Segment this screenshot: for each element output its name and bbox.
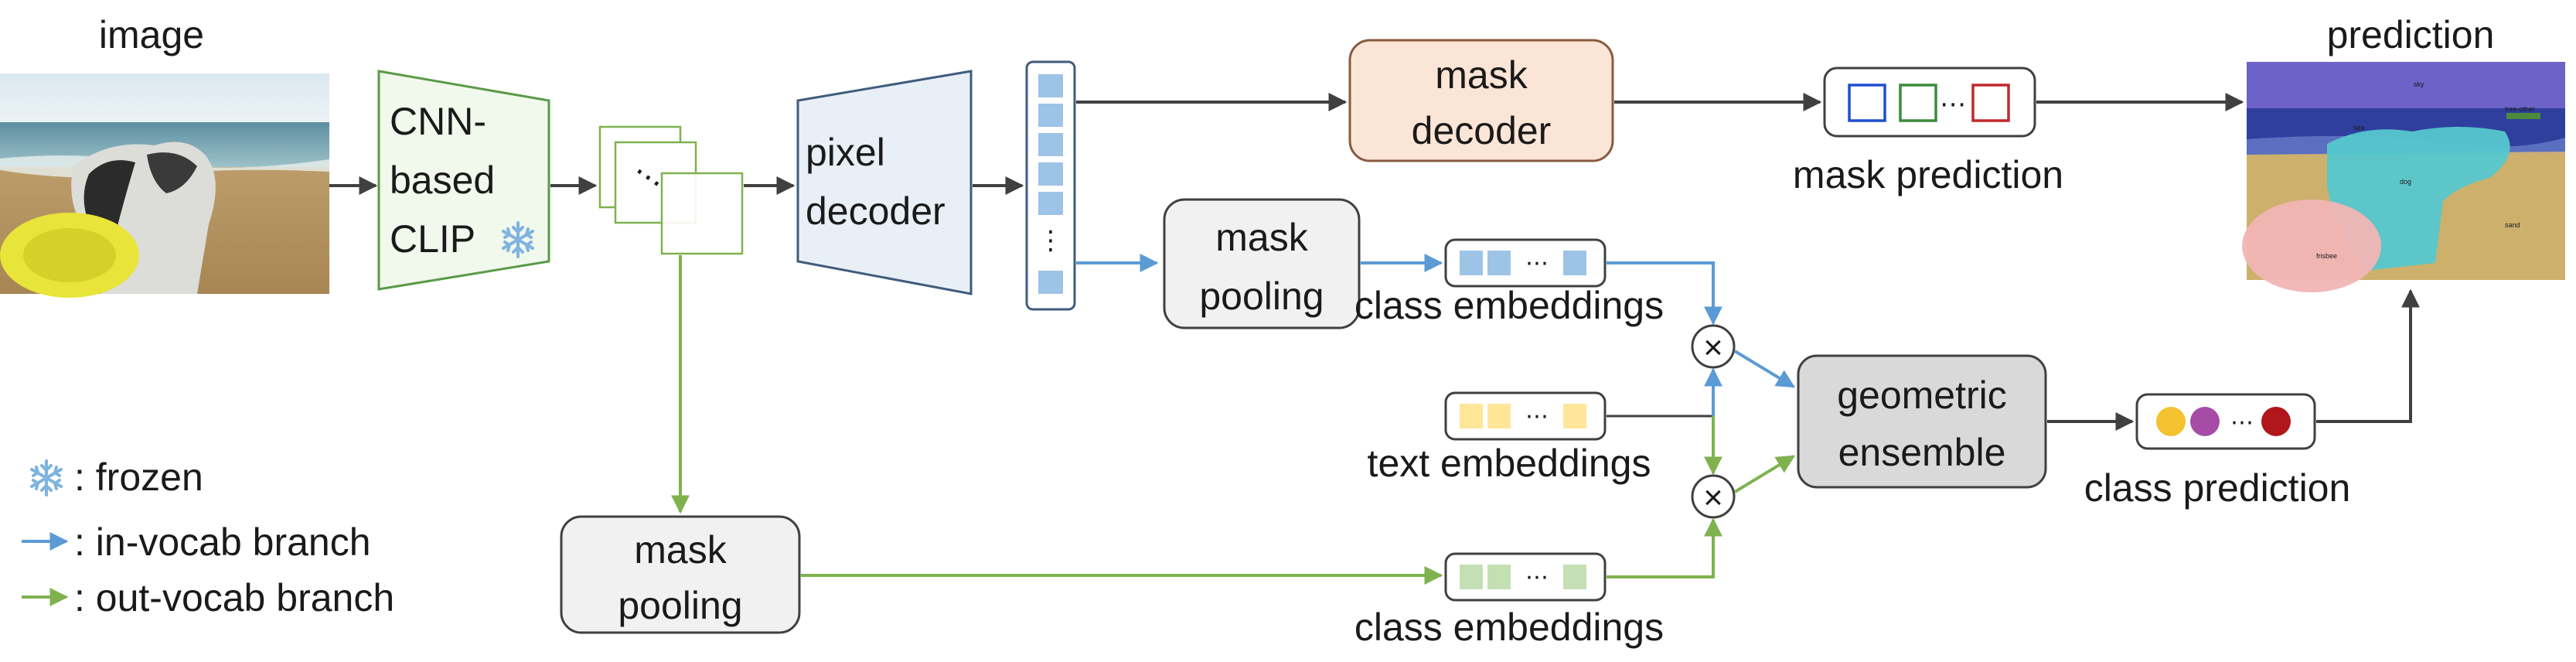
prediction-label: prediction (2327, 13, 2495, 56)
seg-label-sky: sky (2414, 80, 2424, 88)
mask-pooling-top: mask pooling (1163, 198, 1361, 329)
input-image (0, 73, 329, 298)
clip-label-line1: CNN- (390, 100, 486, 143)
class-embeddings-out: ⋯ (1444, 552, 1607, 602)
geometric-line2: ensemble (1838, 431, 2006, 474)
snowflake-icon (30, 459, 63, 496)
multiply-icon: × (1691, 474, 1736, 519)
clip-encoder: CNN- based CLIP (377, 70, 550, 291)
class-pred-to-output-arrow (2316, 288, 2420, 423)
svg-text:×: × (1703, 329, 1723, 367)
pixel-decoder: pixel decoder (796, 70, 973, 295)
mask-decoder: mask decoder (1348, 39, 1614, 162)
mask-pooling-top-line2: pooling (1199, 275, 1324, 318)
geometric-line1: geometric (1837, 374, 2007, 417)
class-emb-in-to-mult-arrow (1607, 261, 1722, 326)
class-prediction-label: class prediction (2084, 466, 2351, 510)
pixel-label-line2: decoder (806, 189, 946, 233)
seg-label-sea: sea (2353, 124, 2365, 131)
mask-pred-ellipsis: ⋯ (1940, 90, 1966, 119)
text-embeddings-label: text embeddings (1368, 442, 1651, 485)
mask-decoder-line2: decoder (1412, 109, 1552, 152)
legend: : frozen : in-vocab branch : out-vocab b… (22, 456, 394, 619)
mask-pooling-bottom-line1: mask (634, 528, 727, 572)
clip-label-line2: based (390, 159, 495, 202)
class-emb-out-to-mult-arrow (1607, 517, 1722, 578)
text-embeddings: ⋯ (1444, 391, 1607, 441)
geometric-ensemble: geometric ensemble (1797, 354, 2047, 489)
legend-out-vocab: : out-vocab branch (74, 576, 394, 619)
class-emb-in-ellipsis: ⋯ (1525, 251, 1549, 276)
mask-decoder-line1: mask (1435, 53, 1528, 97)
mask-prediction-label: mask prediction (1793, 153, 2063, 196)
class-embeddings-label-bottom: class embeddings (1354, 606, 1664, 649)
mask-pooling-bottom: mask pooling (560, 515, 801, 634)
mask-prediction: ⋯ (1823, 67, 2036, 138)
mask-pooling-top-line1: mask (1215, 216, 1308, 259)
mask-pooling-bottom-line2: pooling (618, 584, 742, 627)
seg-label-frisbee: frisbee (2316, 252, 2337, 260)
class-embeddings-in: ⋯ (1444, 238, 1607, 288)
svg-text:×: × (1703, 479, 1723, 517)
query-column: ⋮ (1025, 60, 1076, 311)
seg-label-dog: dog (2400, 178, 2411, 186)
class-embeddings-label-top: class embeddings (1354, 284, 1664, 327)
mult-top-to-ensemble-arrow (1733, 350, 1796, 388)
class-prediction: ⋯ (2135, 393, 2316, 450)
legend-in-vocab: : in-vocab branch (74, 520, 371, 564)
class-emb-out-ellipsis: ⋯ (1525, 565, 1549, 590)
mult-bottom-to-ensemble-arrow (1733, 455, 1796, 493)
seg-label-tree: tree-other (2505, 105, 2535, 113)
legend-frozen: : frozen (74, 456, 203, 499)
pixel-label-line1: pixel (806, 131, 885, 174)
seg-label-sand: sand (2505, 221, 2520, 229)
query-vdots: ⋮ (1038, 226, 1064, 255)
clip-label-line3: CLIP (390, 217, 475, 261)
feature-maps: ⋯ (598, 125, 744, 255)
prediction-image: sky sea dog sand frisbee tree-other (2242, 62, 2565, 292)
image-label: image (99, 13, 204, 56)
multiply-icon: × (1691, 324, 1736, 369)
class-pred-ellipsis: ⋯ (2230, 410, 2254, 435)
text-emb-ellipsis: ⋯ (1525, 404, 1549, 429)
